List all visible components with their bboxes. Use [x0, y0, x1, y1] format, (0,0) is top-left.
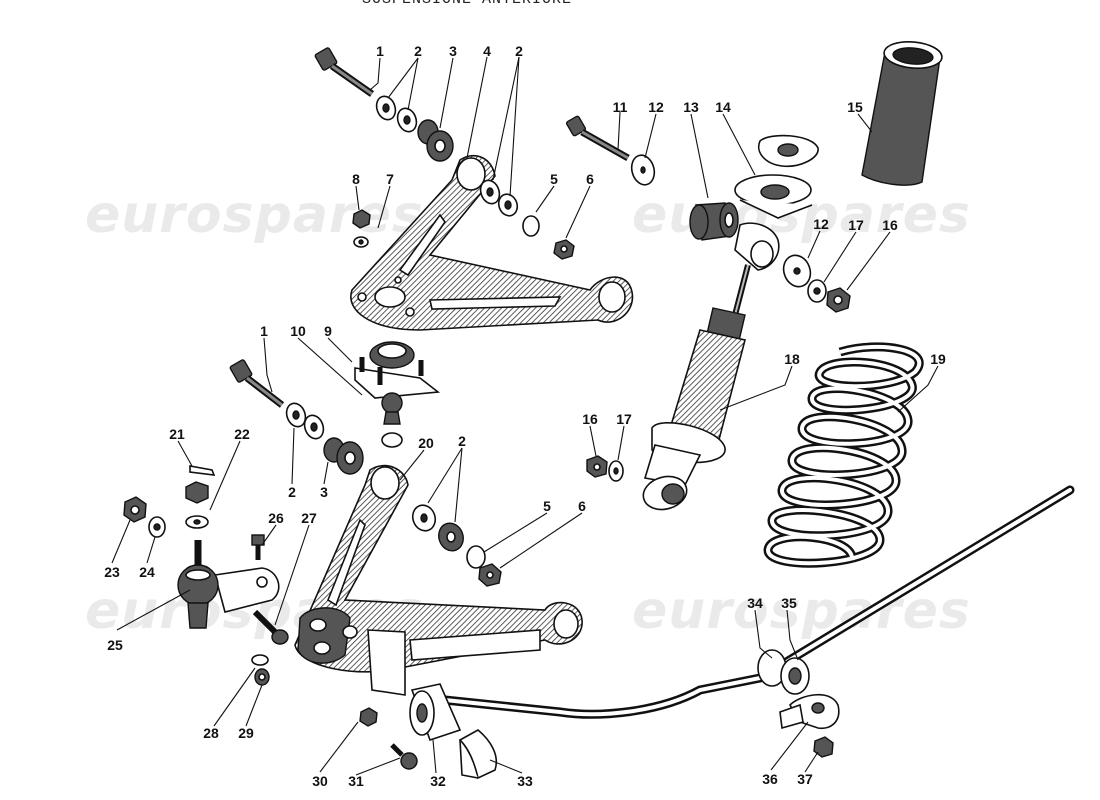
callout-36: 36	[762, 771, 778, 787]
callout-2-upper-left: 2	[414, 43, 422, 59]
page-title: SOSPENSIONE ANTERIORE	[362, 0, 572, 8]
parts-drawings	[123, 41, 1075, 780]
callout-2-upper-right: 2	[515, 43, 523, 59]
shock-washer-17-lower-part	[608, 460, 624, 482]
callout-15: 15	[847, 99, 863, 115]
callout-9: 9	[324, 323, 332, 339]
callout-5-lower: 5	[543, 498, 551, 514]
callout-31: 31	[348, 773, 364, 789]
lower-washer-5-part	[466, 545, 486, 569]
bar-bracket-36-part	[779, 694, 840, 730]
callout-29: 29	[238, 725, 254, 741]
lower-wishbone-20-part	[294, 464, 583, 696]
shock-absorber-18-part	[642, 222, 780, 511]
upper-washer-5-part	[522, 215, 540, 237]
callout-7: 7	[386, 171, 394, 187]
upper-ball-joint-9-part	[354, 341, 441, 448]
washer-28-part	[251, 654, 269, 666]
callout-23: 23	[104, 564, 120, 580]
nut-8-washer-7-part	[352, 209, 371, 248]
nut-23-part	[123, 496, 147, 523]
lower-washers-2-right-part	[411, 504, 464, 552]
callout-2-lower-left: 2	[288, 484, 296, 500]
upper-nut-6-part	[553, 239, 575, 260]
screw-31-part	[390, 743, 418, 770]
spring-seat-14-part	[734, 134, 819, 219]
callout-labels: 1 2 3 4 2 11 12 13 14 15 8 7 5 6 12 17 1…	[104, 43, 946, 789]
callout-10: 10	[290, 323, 306, 339]
upper-bushing-part	[417, 119, 454, 162]
coil-spring-19-part	[763, 342, 924, 568]
callout-18: 18	[784, 351, 800, 367]
cotter-pin-21-part	[189, 465, 216, 476]
watermark-top-left: eurospares	[85, 185, 424, 245]
upper-washers-part	[375, 95, 418, 133]
bar-bushing-32-part	[409, 683, 462, 742]
callout-25: 25	[107, 637, 123, 653]
bolt-27-part	[252, 609, 289, 645]
bolt-26-part	[251, 534, 265, 560]
callout-27: 27	[301, 510, 317, 526]
callout-24: 24	[139, 564, 155, 580]
callout-1-upper: 1	[376, 43, 384, 59]
callout-34: 34	[747, 595, 763, 611]
lower-bushing-3-part	[323, 437, 364, 475]
lower-ball-joint-25-part	[177, 540, 280, 629]
callout-16-upper: 16	[882, 217, 898, 233]
anti-roll-bar-part	[440, 485, 1075, 719]
callout-22: 22	[234, 426, 250, 442]
shock-nut-16-lower-part	[586, 455, 608, 478]
callout-19: 19	[930, 351, 946, 367]
callout-4: 4	[483, 43, 491, 59]
bar-bushing-34-part	[757, 649, 810, 695]
nut-30-part	[359, 707, 378, 727]
callout-28: 28	[203, 725, 219, 741]
lower-nut-6-part	[478, 563, 502, 587]
callout-1-lower: 1	[260, 323, 268, 339]
bar-bracket-33-part	[458, 729, 497, 780]
shock-washer-12-upper-part	[630, 154, 656, 186]
callout-30: 30	[312, 773, 328, 789]
leader-lines	[111, 56, 939, 776]
callout-17-lower: 17	[616, 411, 632, 427]
shock-nut-16-upper-part	[826, 287, 851, 313]
callout-33: 33	[517, 773, 533, 789]
callout-12-lower: 12	[813, 216, 829, 232]
callout-6-lower: 6	[578, 498, 586, 514]
washer-24-part	[148, 516, 166, 538]
callout-37: 37	[797, 771, 813, 787]
callout-6-upper: 6	[586, 171, 594, 187]
nut-37-part	[813, 736, 834, 758]
callout-20: 20	[418, 435, 434, 451]
shock-washer-17-upper-part	[807, 279, 827, 303]
callout-26: 26	[268, 510, 284, 526]
upper-washers-right-part	[479, 179, 519, 217]
lower-bolt-1-part	[229, 359, 285, 408]
callout-3-upper: 3	[449, 43, 457, 59]
callout-35: 35	[781, 595, 797, 611]
callout-8: 8	[352, 171, 360, 187]
upper-wishbone-part	[350, 154, 634, 331]
callout-2-lower-right: 2	[458, 433, 466, 449]
nut-29-part	[254, 668, 270, 686]
callout-3-lower: 3	[320, 484, 328, 500]
lower-washers-2-part	[285, 402, 325, 440]
callout-32: 32	[430, 773, 446, 789]
castle-nut-22-part	[185, 481, 209, 529]
callout-21: 21	[169, 426, 185, 442]
shock-washer-12-lower-part	[782, 254, 812, 288]
shock-bolt-11-part	[565, 115, 630, 162]
callout-12-upper: 12	[648, 99, 664, 115]
bump-stop-15-part	[861, 41, 943, 186]
callout-11: 11	[613, 99, 628, 115]
upper-bolt-part	[314, 47, 375, 97]
callout-17-upper: 17	[848, 217, 864, 233]
callout-14: 14	[715, 99, 731, 115]
shock-bushing-13-part	[689, 202, 739, 241]
callout-5-upper: 5	[550, 171, 558, 187]
callout-13: 13	[683, 99, 699, 115]
callout-16-lower: 16	[582, 411, 598, 427]
watermark-bottom-right: eurospares	[632, 581, 971, 641]
